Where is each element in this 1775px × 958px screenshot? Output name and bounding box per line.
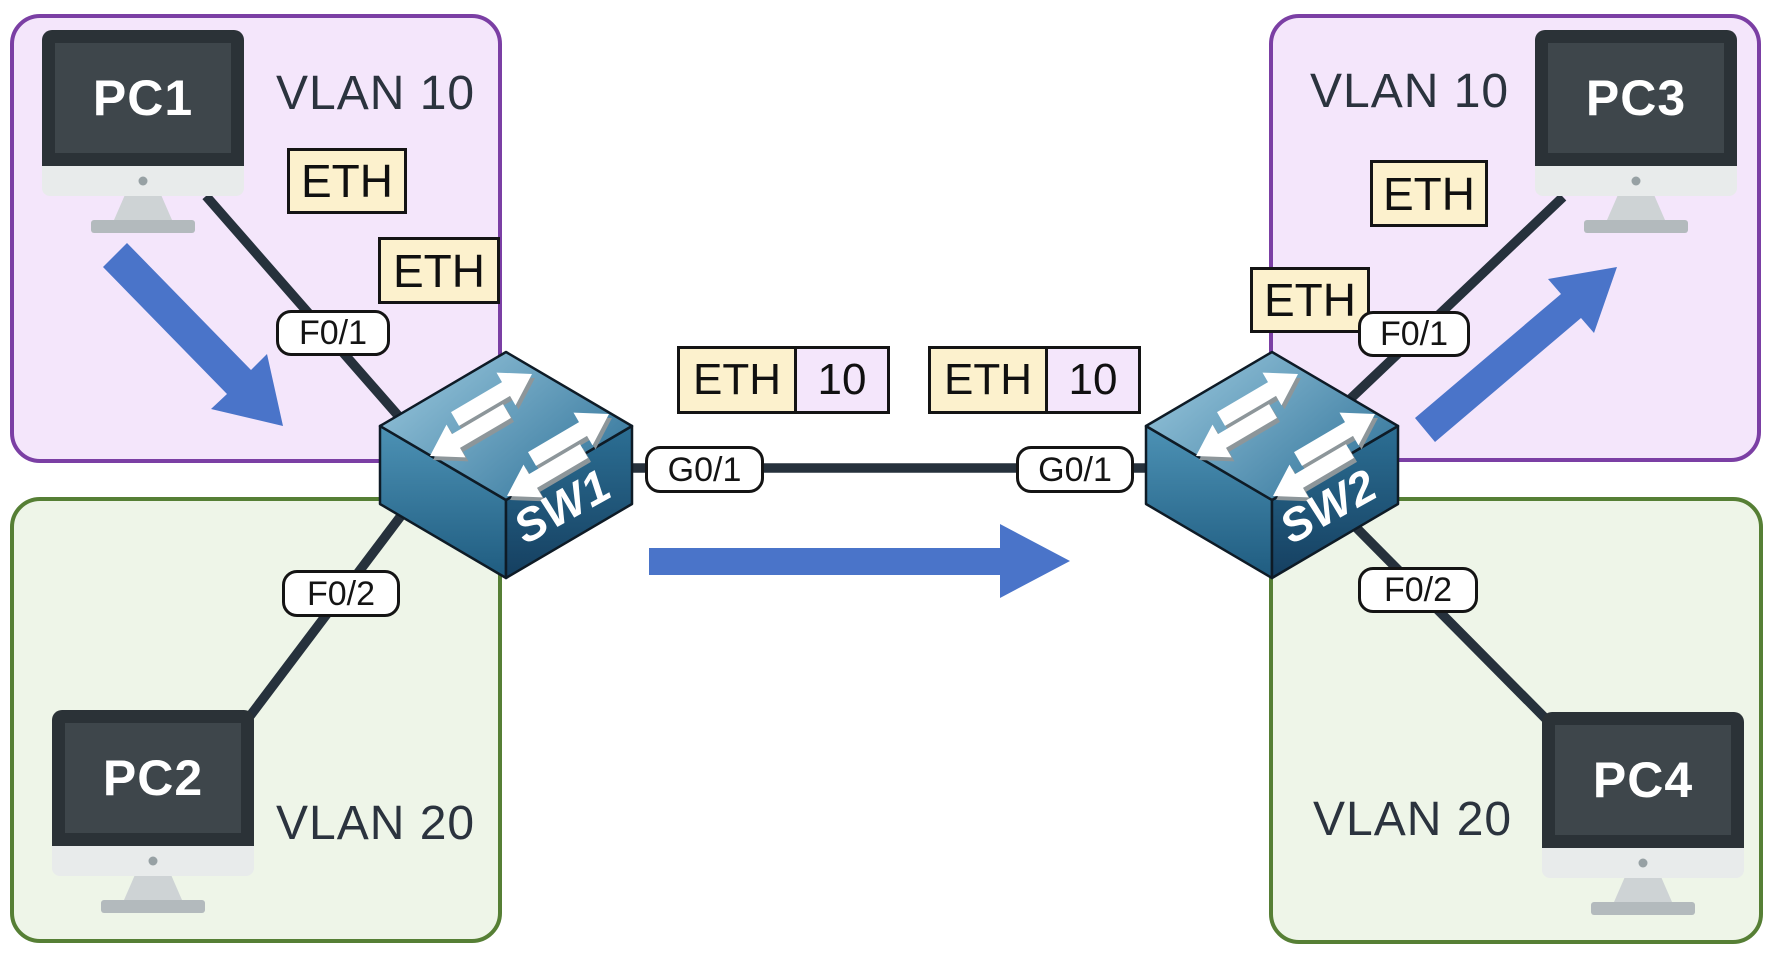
- port-label-sw1-g0-1: G0/1: [645, 446, 764, 493]
- traffic-arrow-trunk-right: [649, 524, 1070, 598]
- tagged-frame-eth-field: ETH: [680, 349, 794, 411]
- pc2-icon: PC2: [52, 710, 254, 913]
- eth-frame-right-2: ETH: [1370, 160, 1488, 227]
- pc4-monitor: PC4: [1542, 712, 1744, 848]
- eth-frame-left-1: ETH: [287, 148, 407, 214]
- monitor-base: [91, 220, 195, 233]
- pc4-name: PC4: [1592, 752, 1694, 808]
- pc1-icon: PC1: [42, 30, 244, 233]
- traffic-arrow-to-pc3-up: [1415, 267, 1617, 442]
- tagged-frame-left: ETH 10: [677, 346, 890, 414]
- monitor-base: [1584, 220, 1688, 233]
- vlan10-label-right: VLAN 10: [1310, 65, 1510, 118]
- vlan20-label-left: VLAN 20: [276, 797, 476, 850]
- pc2-name: PC2: [102, 750, 204, 806]
- monitor-base: [1591, 902, 1695, 915]
- camera-dot: [1631, 176, 1641, 186]
- tagged-frame-vlan-field: 10: [1045, 349, 1138, 411]
- monitor-stand: [124, 876, 182, 900]
- port-label-sw2-f0-2: F0/2: [1358, 567, 1478, 613]
- monitor-stand: [1607, 196, 1665, 220]
- eth-frame-left-2: ETH: [378, 237, 500, 304]
- vlan10-label-left: VLAN 10: [276, 67, 476, 120]
- tagged-frame-eth-field: ETH: [931, 349, 1045, 411]
- camera-dot: [1638, 858, 1648, 868]
- pc3-icon: PC3: [1535, 30, 1737, 233]
- monitor-stand: [1614, 878, 1672, 902]
- pc1-monitor: PC1: [42, 30, 244, 166]
- vlan20-label-right: VLAN 20: [1313, 793, 1513, 846]
- pc2-monitor: PC2: [52, 710, 254, 846]
- pc3-name: PC3: [1585, 70, 1687, 126]
- tagged-frame-vlan-field: 10: [794, 349, 887, 411]
- monitor-base: [101, 900, 205, 913]
- port-label-sw2-g0-1: G0/1: [1016, 446, 1134, 493]
- port-label-sw1-f0-1: F0/1: [276, 310, 390, 356]
- pc4-icon: PC4: [1542, 712, 1744, 915]
- tagged-frame-right: ETH 10: [928, 346, 1141, 414]
- port-label-sw2-f0-1: F0/1: [1358, 311, 1470, 357]
- traffic-arrow-pc1-down: [103, 243, 283, 426]
- camera-dot: [148, 856, 158, 866]
- eth-frame-right-1: ETH: [1250, 267, 1370, 333]
- pc3-monitor: PC3: [1535, 30, 1737, 166]
- monitor-stand: [114, 196, 172, 220]
- port-label-sw1-f0-2: F0/2: [282, 570, 400, 617]
- camera-dot: [138, 176, 148, 186]
- pc1-name: PC1: [92, 70, 194, 126]
